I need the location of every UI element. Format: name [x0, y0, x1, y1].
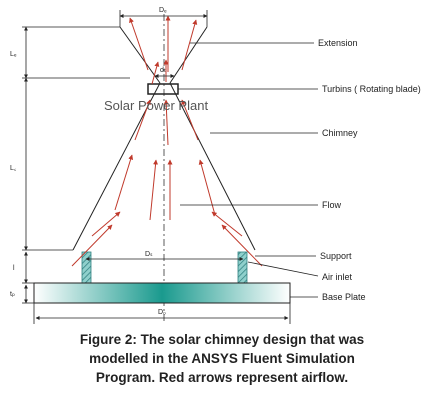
airflow-arrow: [151, 61, 160, 85]
caption-line-2: modelled in the ANSYS Fluent Simulation: [89, 351, 355, 366]
diagram-title: Solar Power Plant: [104, 98, 208, 113]
base-width-dimension: [33, 303, 291, 324]
air-inlet-label: Air inlet: [322, 272, 353, 282]
airflow-arrow: [71, 224, 113, 267]
top-width-dimension: [119, 10, 208, 27]
extension-height-label: Lₑ: [10, 51, 17, 58]
airflow-arrow: [221, 224, 263, 267]
figure-caption: Figure 2: The solar chimney design that …: [0, 330, 444, 387]
inlet-height-label: l: [13, 265, 15, 272]
airflow-arrows: [71, 15, 263, 267]
base-width-label: D₀: [158, 309, 166, 316]
airflow-arrow: [114, 154, 134, 211]
airflow-arrow: [163, 99, 169, 146]
chimney-height-label: L꜀: [10, 165, 17, 172]
chimney-label: Chimney: [322, 128, 358, 138]
throat-width-label: dₜ: [160, 67, 166, 74]
base-plate-label: Base Plate: [322, 292, 366, 302]
airflow-arrow: [198, 159, 216, 216]
support-width-label: Dₛ: [145, 251, 153, 258]
airflow-arrow: [91, 211, 121, 237]
caption-line-3: Program. Red arrows represent airflow.: [95, 370, 349, 385]
top-width-label: Dₑ: [159, 7, 167, 14]
airflow-arrow: [149, 159, 159, 221]
support-label: Support: [320, 251, 352, 261]
flow-label: Flow: [322, 200, 342, 210]
caption-line-1: Figure 2: The solar chimney design that …: [79, 332, 365, 347]
support-right: [237, 251, 248, 284]
base-plate: [33, 282, 291, 304]
extension-label: Extension: [318, 38, 358, 48]
airflow-arrow: [181, 99, 199, 141]
airflow-arrow: [211, 211, 243, 237]
airflow-arrow: [134, 99, 151, 141]
airflow-arrow: [181, 19, 198, 71]
plate-thickness-label: tₚ: [10, 291, 15, 298]
callout-lines: [178, 42, 319, 298]
support-left: [81, 251, 92, 284]
solar-chimney-diagram: Dₑ dₜ Lₑ L꜀ l tₚ Dₛ D₀ Solar Power Plant: [10, 7, 421, 324]
turbins-label: Turbins ( Rotating blade): [322, 84, 421, 94]
airflow-arrow: [129, 17, 149, 71]
left-height-dimensions: [22, 26, 130, 304]
